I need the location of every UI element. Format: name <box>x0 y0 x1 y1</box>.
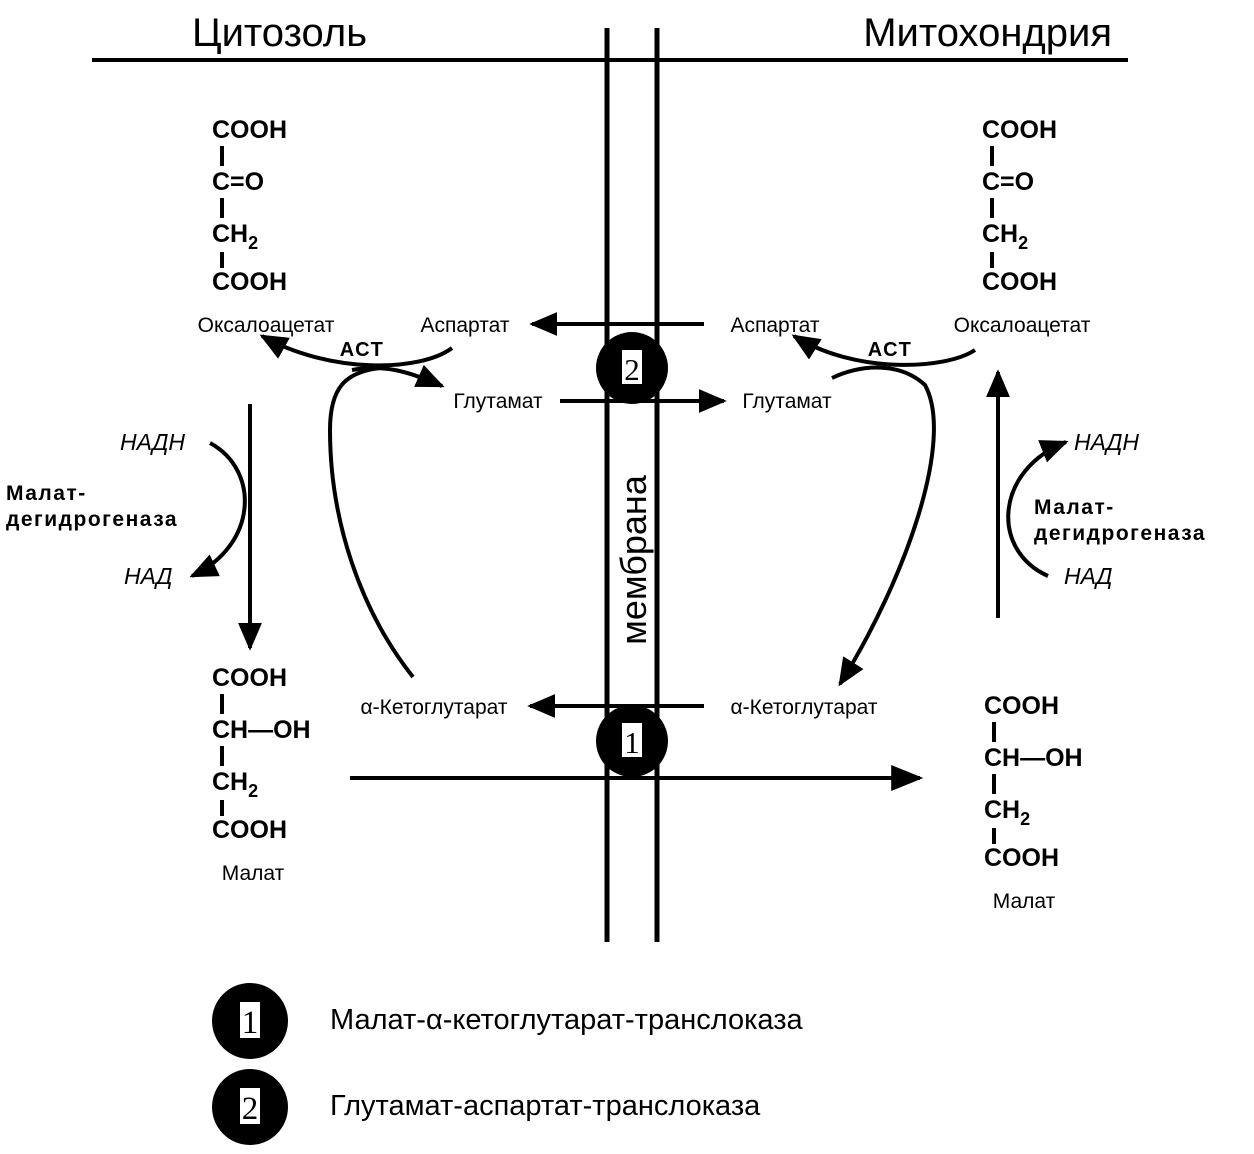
cytosol-nadh-label: НАДН <box>120 429 185 455</box>
transporter-1-circle: 1 <box>596 705 668 777</box>
membrane-label: мембрана <box>613 474 654 645</box>
svg-text:COOH: COOH <box>212 664 287 692</box>
cytosol-enzyme-line1: Малат- <box>6 482 87 505</box>
cytosol-header: Цитозоль <box>192 11 367 55</box>
svg-text:CH—OH: CH—OH <box>212 716 311 744</box>
legend-item-2: 2 Глутамат-аспартат-транслоказа <box>212 1069 761 1145</box>
svg-text:1: 1 <box>624 725 640 760</box>
svg-text:CH2: CH2 <box>212 768 258 801</box>
mito-nad-to-nadh-arrow <box>1006 440 1069 578</box>
cytosol-nad-label: НАД <box>124 563 172 589</box>
svg-text:COOH: COOH <box>982 116 1057 144</box>
mito-ast-aspartate-to-oxaloacetate-arrow <box>791 334 977 367</box>
mito-enzyme-line2: дегидрогеназа <box>1034 522 1206 545</box>
cytosol-malate-structure: COOH CH—OH CH2 COOH <box>212 664 311 844</box>
cytosol-aspartate-label: Аспартат <box>421 314 510 337</box>
mito-oxaloacetate-structure: COOH C=O CH2 COOH <box>982 116 1057 296</box>
svg-text:COOH: COOH <box>212 116 287 144</box>
cytosol-enzyme-line2: дегидрогеназа <box>6 508 178 531</box>
cytosol-ketoglutarate-label: α-Кетоглутарат <box>361 696 508 719</box>
svg-text:CH2: CH2 <box>984 796 1030 829</box>
svg-text:CH—OH: CH—OH <box>984 744 1083 772</box>
svg-text:1: 1 <box>242 1005 259 1041</box>
mito-glutamate-to-ketoglutarate-arrow <box>831 365 936 687</box>
cytosol-oxaloacetate-label: Оксалоацетат <box>198 314 335 337</box>
cytosol-malate-label: Малат <box>222 862 285 885</box>
cytosol-oxaloacetate-structure: COOH C=O CH2 COOH <box>212 116 287 296</box>
mitochondria-header: Митохондрия <box>863 11 1112 55</box>
mito-malate-structure: COOH CH—OH CH2 COOH <box>984 692 1083 872</box>
svg-text:2: 2 <box>624 352 640 387</box>
mito-nadh-label: НАДН <box>1074 429 1139 455</box>
legend-1-label: Малат-α-кетоглутарат-транслоказа <box>330 1004 804 1036</box>
mito-ketoglutarate-label: α-Кетоглутарат <box>731 696 878 719</box>
transporter-2-circle: 2 <box>596 332 668 404</box>
cytosol-nadh-to-nad-arrow <box>189 441 247 578</box>
mito-malate-label: Малат <box>993 890 1056 913</box>
svg-text:COOH: COOH <box>212 268 287 296</box>
svg-text:C=O: C=O <box>212 168 264 196</box>
cytosol-glutamate-label: Глутамат <box>453 390 543 413</box>
svg-text:COOH: COOH <box>984 692 1059 720</box>
mito-enzyme-line1: Малат- <box>1034 496 1115 519</box>
svg-text:C=O: C=O <box>982 168 1034 196</box>
svg-text:COOH: COOH <box>982 268 1057 296</box>
legend-2-label: Глутамат-аспартат-транслоказа <box>330 1090 761 1122</box>
cytosol-ast-label: АСТ <box>340 339 385 361</box>
legend-item-1: 1 Малат-α-кетоглутарат-транслоказа <box>212 983 804 1059</box>
cytosol-ast-aspartate-to-oxaloacetate-arrow <box>259 334 454 368</box>
mito-oxaloacetate-label: Оксалоацетат <box>954 314 1091 337</box>
svg-text:CH2: CH2 <box>212 220 258 253</box>
mito-ast-label: АСТ <box>868 339 913 361</box>
cytosol-ketoglutarate-loop <box>327 366 415 679</box>
svg-text:COOH: COOH <box>984 844 1059 872</box>
svg-text:2: 2 <box>242 1091 259 1127</box>
mito-aspartate-label: Аспартат <box>731 314 820 337</box>
mito-nad-label: НАД <box>1064 563 1112 589</box>
svg-text:COOH: COOH <box>212 816 287 844</box>
mito-glutamate-label: Глутамат <box>742 390 832 413</box>
svg-text:CH2: CH2 <box>982 220 1028 253</box>
cytosol-ast-to-glutamate-arrow <box>351 364 445 388</box>
